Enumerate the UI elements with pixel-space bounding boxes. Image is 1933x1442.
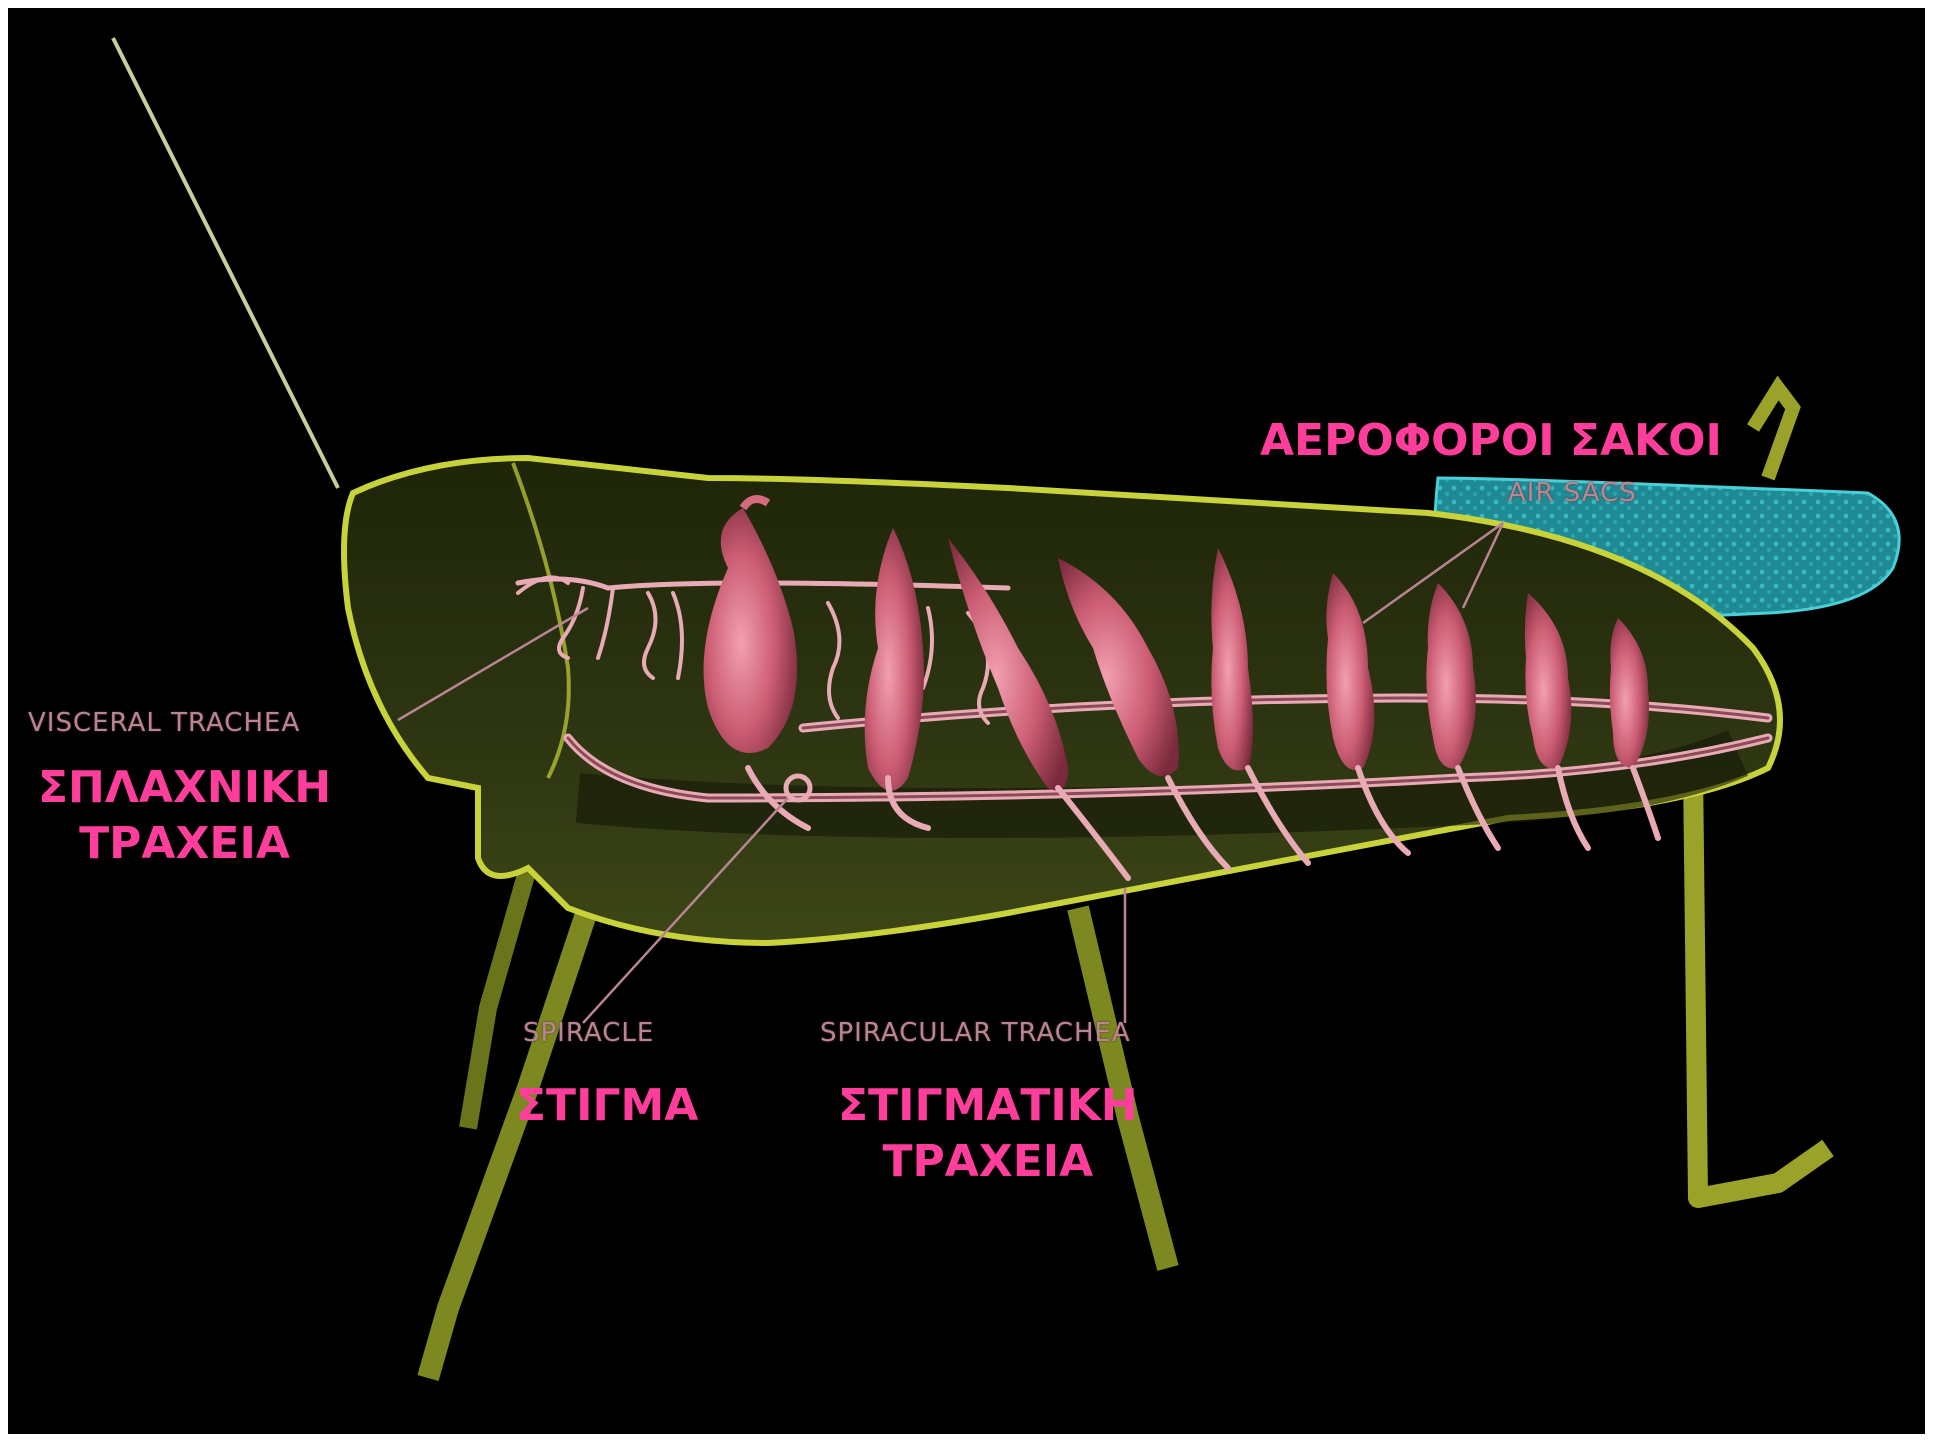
diagram-canvas: ΑΕΡΟΦΟΡΟΙ ΣΑΚΟΙ AIR SACS VISCERAL TRACHE… (8, 8, 1925, 1434)
hind-leg (1693, 768, 1828, 1198)
air-sacs-english-label: AIR SACS (1508, 478, 1637, 508)
air-sacs-greek-label: ΑΕΡΟΦΟΡΟΙ ΣΑΚΟΙ (1260, 413, 1722, 469)
visceral-trachea-greek-line2: ΤΡΑΧΕΙΑ (38, 816, 331, 872)
visceral-trachea-english-label: VISCERAL TRACHEA (28, 708, 300, 738)
spiracular-trachea-greek-label: ΣΤΙΓΜΑΤΙΚΗ ΤΡΑΧΕΙΑ (838, 1078, 1138, 1190)
visceral-trachea-greek-line1: ΣΠΛΑΧΝΙΚΗ (38, 760, 331, 816)
antenna (113, 38, 338, 488)
spiracular-trachea-english-label: SPIRACULAR TRACHEA (820, 1018, 1131, 1048)
visceral-trachea-greek-label: ΣΠΛΑΧΝΙΚΗ ΤΡΑΧΕΙΑ (38, 760, 331, 872)
spiracle-greek-label: ΣΤΙΓΜΑ (516, 1078, 698, 1134)
spiracular-trachea-greek-line2: ΤΡΑΧΕΙΑ (838, 1134, 1138, 1190)
spiracular-trachea-greek-line1: ΣΤΙΓΜΑΤΙΚΗ (838, 1078, 1138, 1134)
spiracle-english-label: SPIRACLE (523, 1018, 654, 1048)
